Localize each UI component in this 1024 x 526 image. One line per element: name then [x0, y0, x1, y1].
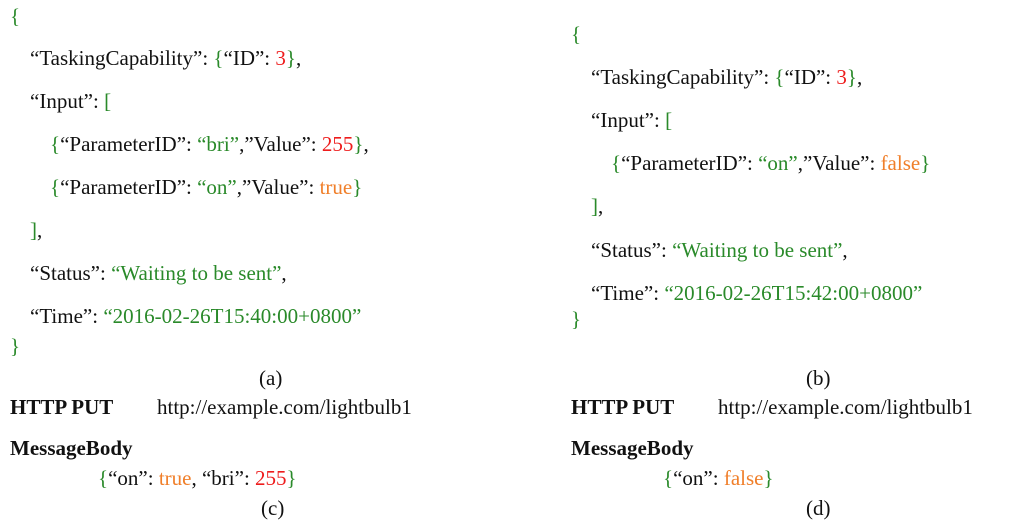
json-line: “Time”: “2016-02-26T15:42:00+0800” — [591, 281, 922, 305]
message-body-d: {“on”: false} — [663, 466, 774, 491]
json-token: , — [363, 132, 369, 156]
json-token: ] — [591, 194, 598, 218]
json-line: “TaskingCapability”: {“ID”: 3}, — [30, 46, 301, 70]
json-token: “on”: — [108, 466, 159, 490]
json-token: } — [353, 132, 364, 156]
json-token: “Waiting to be sent” — [672, 238, 843, 262]
json-token: 3 — [836, 65, 847, 89]
json-line: } — [571, 307, 581, 331]
json-token: } — [571, 307, 582, 331]
json-token: [ — [665, 108, 673, 132]
caption-d: (d) — [806, 496, 831, 520]
json-line: } — [10, 334, 20, 358]
json-token: } — [286, 466, 297, 490]
json-token: “Status”: — [591, 238, 673, 262]
json-token: “on”: — [673, 466, 724, 490]
json-line: {“ParameterID”: “on”,”Value”: false} — [611, 151, 930, 175]
url-d: http://example.com/lightbulb1 — [718, 395, 973, 419]
url-c: http://example.com/lightbulb1 — [157, 395, 412, 419]
json-token: “ID”: — [784, 65, 837, 89]
json-token: , — [856, 65, 863, 89]
json-token: 3 — [275, 46, 286, 70]
json-token: , — [842, 238, 848, 262]
json-token: } — [763, 466, 774, 490]
json-token: “Input”: — [591, 108, 666, 132]
json-token: “2016-02-26T15:40:00+0800” — [103, 304, 362, 328]
json-token: } — [352, 175, 363, 199]
json-line: {“ParameterID”: “on”,”Value”: true} — [50, 175, 362, 199]
json-token: “Waiting to be sent” — [111, 261, 282, 285]
json-token: true — [319, 175, 353, 199]
json-token: “Input”: — [30, 89, 105, 113]
json-token: “on” — [197, 175, 237, 199]
caption-b: (b) — [806, 366, 831, 390]
json-line: {“ParameterID”: “bri”,”Value”: 255}, — [50, 132, 369, 156]
json-token: } — [920, 151, 931, 175]
json-token: ] — [30, 218, 37, 242]
json-token: , — [598, 194, 604, 218]
caption-a: (a) — [259, 366, 283, 390]
json-token: false — [723, 466, 764, 490]
json-line: ], — [591, 194, 603, 218]
json-line: “Status”: “Waiting to be sent”, — [591, 238, 848, 262]
json-token: “Time”: — [30, 304, 104, 328]
json-token: , — [295, 46, 302, 70]
json-token: “2016-02-26T15:42:00+0800” — [664, 281, 923, 305]
message-body-label-d: MessageBody — [571, 436, 694, 460]
json-token: { — [571, 22, 582, 46]
json-token: “ID”: — [223, 46, 276, 70]
json-token: , “bri”: — [191, 466, 256, 490]
json-line: “Status”: “Waiting to be sent”, — [30, 261, 287, 285]
json-line: { — [571, 22, 581, 46]
json-token: ,”Value”: — [797, 151, 881, 175]
json-line: ], — [30, 218, 42, 242]
json-token: { — [213, 46, 224, 70]
json-line: “Input”: [ — [591, 108, 672, 132]
json-token: “ParameterID”: — [60, 132, 198, 156]
json-token: 255 — [321, 132, 354, 156]
json-token: ,”Value”: — [236, 175, 320, 199]
json-token: { — [98, 466, 109, 490]
json-token: true — [158, 466, 192, 490]
json-token: , — [37, 218, 43, 242]
json-line: { — [10, 4, 20, 28]
json-line: “Time”: “2016-02-26T15:40:00+0800” — [30, 304, 361, 328]
message-body-c: {“on”: true, “bri”: 255} — [98, 466, 297, 491]
json-token: “Status”: — [30, 261, 112, 285]
json-line: “TaskingCapability”: {“ID”: 3}, — [591, 65, 862, 89]
http-method-d: HTTP PUT — [571, 395, 675, 419]
json-token: } — [10, 334, 21, 358]
json-token: } — [846, 65, 857, 89]
json-token: “bri” — [197, 132, 240, 156]
json-token: “TaskingCapability”: — [591, 65, 775, 89]
caption-c: (c) — [261, 496, 285, 520]
json-token: false — [880, 151, 921, 175]
json-token: ,”Value”: — [239, 132, 322, 156]
json-token: { — [10, 4, 21, 28]
json-token: , — [281, 261, 287, 285]
json-token: { — [611, 151, 622, 175]
json-token: “on” — [758, 151, 798, 175]
message-body-label-c: MessageBody — [10, 436, 133, 460]
json-token: “TaskingCapability”: — [30, 46, 214, 70]
json-token: { — [663, 466, 674, 490]
json-line: “Input”: [ — [30, 89, 111, 113]
json-token: 255 — [255, 466, 287, 490]
json-token: { — [50, 175, 61, 199]
json-token: { — [50, 132, 61, 156]
json-token: { — [774, 65, 785, 89]
json-token: [ — [104, 89, 112, 113]
json-token: } — [285, 46, 296, 70]
json-token: “ParameterID”: — [60, 175, 198, 199]
http-method-c: HTTP PUT — [10, 395, 114, 419]
json-token: “ParameterID”: — [621, 151, 759, 175]
json-token: “Time”: — [591, 281, 665, 305]
